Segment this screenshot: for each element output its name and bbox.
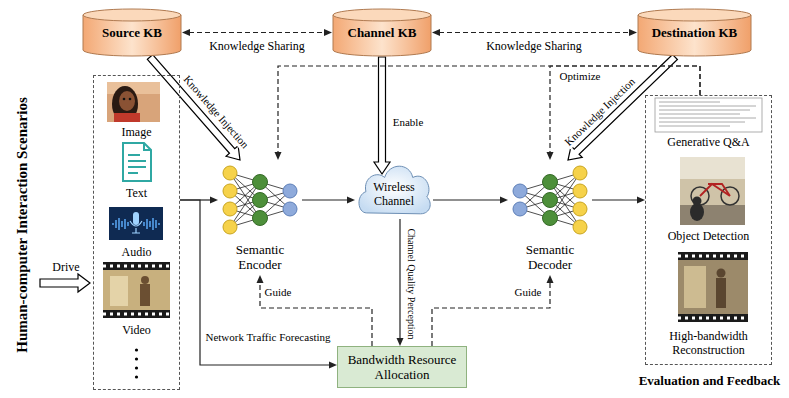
node-label: Semantic Decoder [508, 242, 592, 272]
panel-heading: Evaluation and Feedback [616, 373, 789, 388]
text-document-icon [123, 143, 151, 181]
node-label: Source KB [82, 25, 182, 40]
knowledge-base-cylinder: Channel KB [332, 8, 432, 57]
object-detection-photo [680, 157, 745, 225]
node-label: Channel KB [332, 25, 432, 40]
qa-document-thumbnail [655, 98, 762, 132]
semantic-decoder: Semantic Decoder [508, 160, 592, 275]
dashed-connector [432, 275, 554, 346]
video-filmstrip [103, 262, 170, 318]
more-dots [135, 348, 138, 378]
node-label: High-bandwidth Reconstruction [646, 329, 771, 357]
node-label: Destination KB [637, 25, 752, 40]
audio-icon [109, 207, 163, 240]
edge-label: Enable [392, 116, 425, 129]
node-label: Text [94, 186, 179, 200]
node-label: Bandwidth Resource Allocation [344, 352, 460, 382]
node-label: Object Detection [646, 229, 771, 243]
edge-label: Knowledge Injection [180, 72, 252, 152]
edge-label: Optimize [559, 70, 602, 83]
encoder-network-icon [223, 166, 297, 234]
node-label: Video [94, 323, 179, 337]
hollow-arrow [147, 55, 240, 160]
edge-label: Knowledge Sharing [208, 39, 306, 53]
edge-label: Channel Quality Perception [405, 227, 417, 340]
input-modality-panel: ImageTextAudioVideo [93, 75, 180, 390]
node-label: Generative Q&A [646, 135, 771, 149]
image-photo [107, 82, 160, 122]
edge-label: Guide [264, 286, 293, 299]
wireless-channel-cloud: Wireless Channel [355, 158, 433, 220]
solid-connector [180, 200, 337, 369]
edge-label: Guide [514, 286, 543, 299]
solid-connector [302, 197, 355, 204]
drive-label: Drive [51, 260, 80, 274]
hollow-arrow [374, 57, 390, 174]
node-label: Audio [94, 245, 179, 259]
drive-arrow [40, 274, 90, 292]
reconstruction-filmstrip [678, 252, 748, 322]
knowledge-base-cylinder: Source KB [82, 8, 182, 57]
solid-connector [592, 197, 645, 204]
edge-label: Knowledge Injection [561, 74, 638, 149]
node-label: Semantic Encoder [218, 242, 302, 272]
solid-connector [433, 197, 508, 204]
knowledge-base-cylinder: Destination KB [637, 8, 752, 57]
edge-label: Knowledge Sharing [485, 39, 583, 53]
semantic-encoder: Semantic Encoder [218, 160, 302, 275]
dashed-connector [432, 29, 637, 36]
dashed-connector [182, 29, 332, 36]
edge-label: Network Traffic Forecasting [204, 331, 331, 344]
task-output-panel: Generative Q&A Object DetectionHigh-bandw… [645, 95, 772, 365]
solid-connector [397, 219, 404, 346]
node-label: Image [94, 125, 179, 139]
scenario-title: Human-computer Interaction Scenarios [14, 96, 31, 354]
dashed-connector [275, 66, 701, 160]
decoder-network-icon [513, 166, 587, 234]
node-label: Wireless Channel [363, 180, 425, 208]
bandwidth-allocation-box: Bandwidth Resource Allocation [337, 346, 467, 388]
